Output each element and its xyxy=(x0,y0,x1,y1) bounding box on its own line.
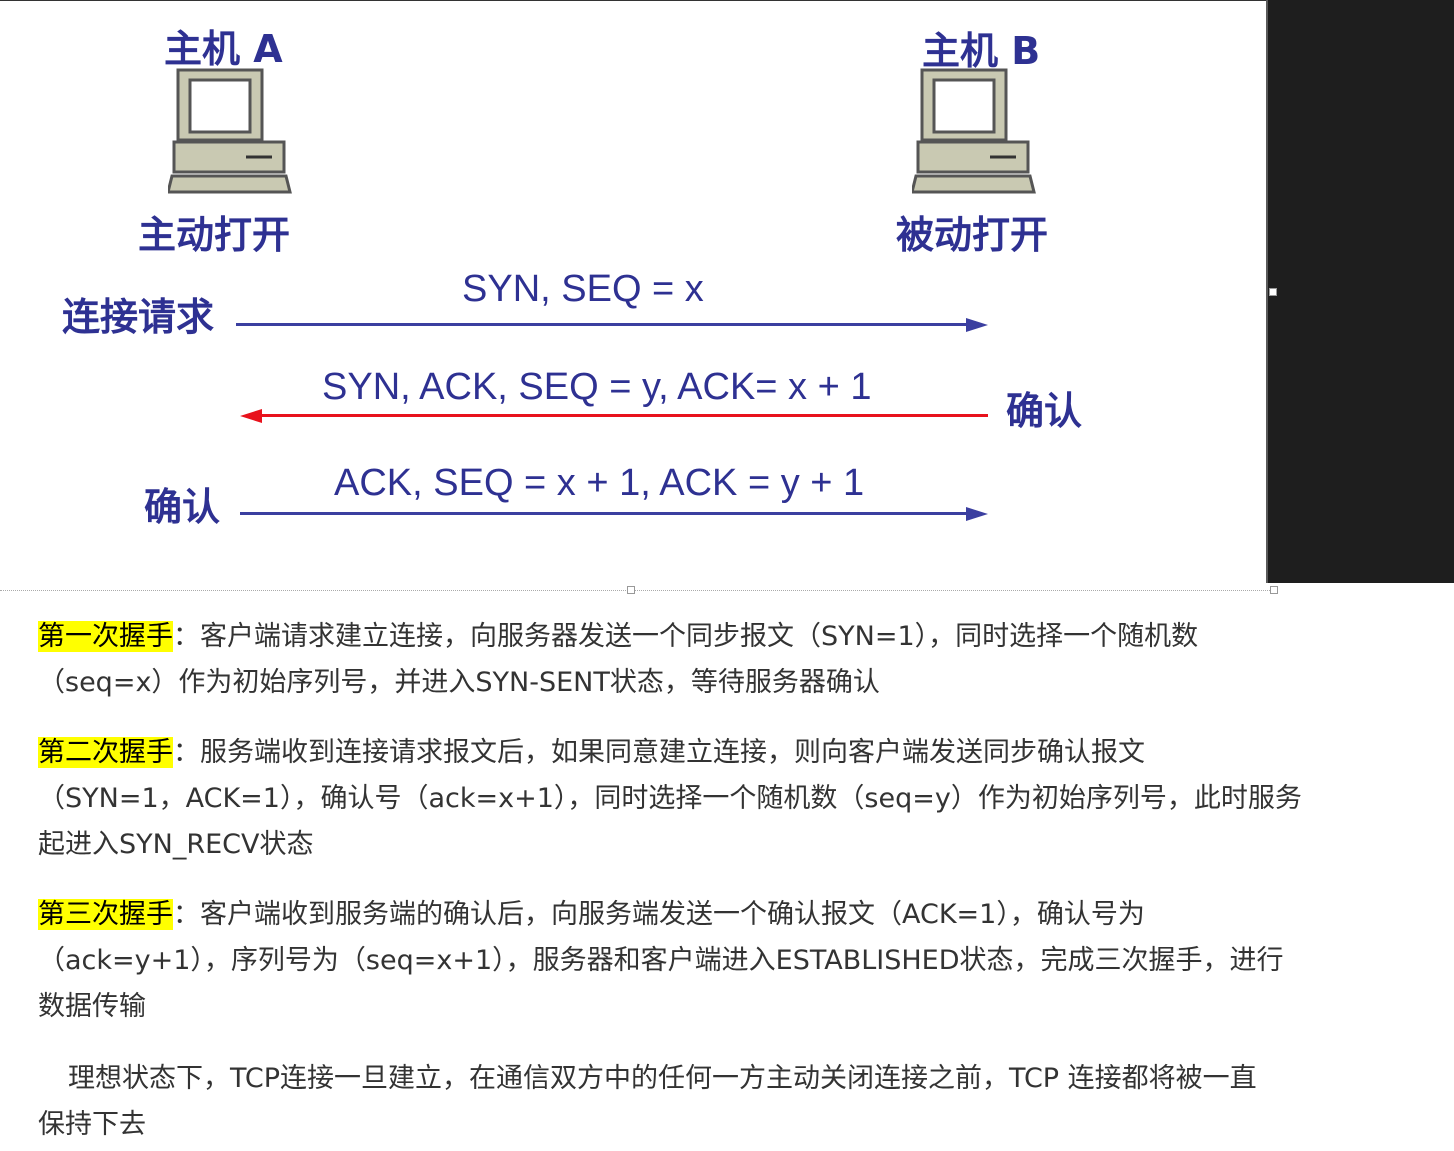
step3-side-label: 确认 xyxy=(144,485,221,529)
text-line: 保持下去 xyxy=(38,1109,146,1140)
image-selection-border xyxy=(0,590,1274,591)
highlight-third-handshake: 第三次握手 xyxy=(38,899,173,930)
step2-message: SYN, ACK, SEQ = y, ACK= x + 1 xyxy=(322,366,872,408)
computer-icon xyxy=(168,68,292,194)
paragraph-third-handshake: 第三次握手：客户端收到服务端的确认后，向服务端发送一个确认报文（ACK=1），确… xyxy=(38,892,1383,1030)
panel-divider xyxy=(1266,0,1268,583)
image-top-border xyxy=(0,0,1268,1)
paragraph-first-handshake: 第一次握手：客户端请求建立连接，向服务器发送一个同步报文（SYN=1），同时选择… xyxy=(38,614,1383,706)
text-line: （ack=y+1），序列号为（seq=x+1），服务器和客户端进入ESTABLI… xyxy=(38,945,1284,976)
step3-message: ACK, SEQ = x + 1, ACK = y + 1 xyxy=(334,462,865,504)
text-line: 理想状态下，TCP连接一旦建立，在通信双方中的任何一方主动关闭连接之前，TCP … xyxy=(68,1063,1257,1094)
computer-icon xyxy=(912,68,1036,194)
text-line: （SYN=1，ACK=1），确认号（ack=x+1），同时选择一个随机数（seq… xyxy=(38,783,1302,814)
text-line: ：服务端收到连接请求报文后，如果同意建立连接，则向客户端发送同步确认报文 xyxy=(173,737,1145,768)
side-panel xyxy=(1268,0,1454,583)
paragraph-second-handshake: 第二次握手：服务端收到连接请求报文后，如果同意建立连接，则向客户端发送同步确认报… xyxy=(38,730,1383,868)
step1-message: SYN, SEQ = x xyxy=(462,268,704,310)
highlight-second-handshake: 第二次握手 xyxy=(38,737,173,768)
text-line: ：客户端请求建立连接，向服务器发送一个同步报文（SYN=1），同时选择一个随机数 xyxy=(173,621,1199,652)
host-a-title: 主机 A xyxy=(164,27,283,71)
highlight-first-handshake: 第一次握手 xyxy=(38,621,173,652)
resize-handle-corner[interactable] xyxy=(1270,586,1278,594)
host-b-state: 被动打开 xyxy=(896,213,1049,257)
text-line: ：客户端收到服务端的确认后，向服务端发送一个确认报文（ACK=1），确认号为 xyxy=(173,899,1145,930)
arrow-head-right-icon xyxy=(966,507,988,521)
text-line: 数据传输 xyxy=(38,991,146,1022)
paragraph-summary: 理想状态下，TCP连接一旦建立，在通信双方中的任何一方主动关闭连接之前，TCP … xyxy=(38,1056,1383,1148)
step1-side-label: 连接请求 xyxy=(62,295,215,339)
text-line: （seq=x）作为初始序列号，并进入SYN-SENT状态，等待服务器确认 xyxy=(38,667,880,698)
step2-side-label: 确认 xyxy=(1006,389,1083,433)
host-a-state: 主动打开 xyxy=(138,213,291,257)
step2-arrow xyxy=(258,414,988,417)
arrow-head-right-icon xyxy=(966,318,988,332)
host-b-title: 主机 B xyxy=(922,29,1041,73)
step3-arrow xyxy=(240,512,972,515)
text-line: 起进入SYN_RECV状态 xyxy=(38,829,314,860)
resize-handle-bottom[interactable] xyxy=(627,586,635,594)
resize-handle-right[interactable] xyxy=(1269,288,1277,296)
step1-arrow xyxy=(236,323,970,326)
arrow-head-left-icon xyxy=(240,409,262,423)
